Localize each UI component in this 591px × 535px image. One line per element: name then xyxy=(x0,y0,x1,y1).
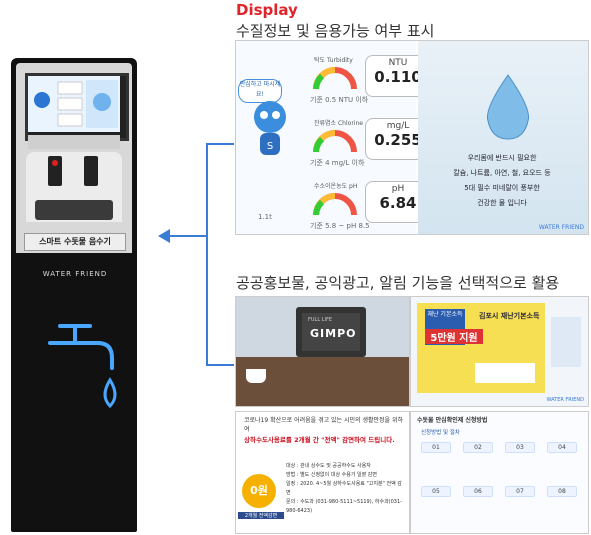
step-item: 06 xyxy=(463,486,493,497)
notice-item: 방법 : 별도 신청없이 대상 수용가 일괄 감면 xyxy=(286,472,378,478)
coffee-cup-icon xyxy=(246,369,266,383)
step-number: 03 xyxy=(505,442,535,453)
notice-title: 코로나19 확산으로 어려움을 겪고 있는 시민의 생활안정을 위하여 xyxy=(244,417,403,433)
step-item: 03 xyxy=(505,442,535,453)
metric-name: 수소이온농도 pH xyxy=(314,183,358,190)
tap-right xyxy=(84,156,98,186)
poster-side-image xyxy=(551,317,581,367)
mineral-messages: 우리몸에 반드시 필요한 칼슘, 나트륨, 아연, 철, 요오드 등 5대 필수… xyxy=(422,151,582,211)
metric-name: 탁도 Turbidity xyxy=(314,57,353,64)
extra-label: 1.1t xyxy=(258,213,272,221)
gauge-icon xyxy=(313,130,357,153)
unit: mg/L xyxy=(386,121,410,131)
poster-title: 김포시 재난기본소득 xyxy=(479,312,540,320)
unit: pH xyxy=(391,184,405,194)
laptop: FULL LIFE GIMPO xyxy=(296,307,366,357)
svg-text:S: S xyxy=(267,141,273,152)
step-item: 05 xyxy=(421,486,451,497)
water-mascot-icon: S xyxy=(254,101,286,155)
mineral-info-view: 우리몸에 반드시 필요한 칼슘, 나트륨, 아연, 철, 요오드 등 5대 필수… xyxy=(418,41,588,234)
laptop-small-text: FULL LIFE xyxy=(308,317,332,323)
laptop-screen: FULL LIFE GIMPO xyxy=(302,313,360,351)
steps-grid: 01 02 03 04 05 06 07 08 xyxy=(421,442,581,528)
metric-range: 기준 4 mg/L 이하 xyxy=(310,159,365,167)
step-number: 07 xyxy=(505,486,535,497)
kiosk-label: 스마트 수돗물 음수기 xyxy=(24,233,126,251)
poster-amount: 5만원 지원 xyxy=(425,329,483,344)
drip-tray xyxy=(35,200,113,220)
connector-bottom xyxy=(206,364,234,366)
coin-badge-label: 2개월 전액감면 xyxy=(238,512,284,519)
arrow-left-icon xyxy=(158,229,170,243)
poster-image-area xyxy=(475,363,535,383)
safety-check-steps-panel: 수돗물 안심확인제 신청방법 신청방법 및 절차 01 02 03 04 05 … xyxy=(410,411,589,534)
step-number: 08 xyxy=(547,486,577,497)
coin-badge: 0원 xyxy=(242,474,276,508)
section-title-display: Display xyxy=(236,1,298,19)
kiosk-control-panel xyxy=(28,135,120,149)
message-line: 칼슘, 나트륨, 아연, 철, 요오드 등 xyxy=(453,169,551,177)
poster: 재난 기본소득 5만원 지원 김포시 재난기본소득 xyxy=(417,303,545,393)
tap-left xyxy=(48,156,62,186)
display-heading: 수질정보 및 음용가능 여부 표시 xyxy=(236,22,435,40)
laptop-logo-text: GIMPO xyxy=(310,327,357,340)
display-screen-panel: 안심하고 마시세요! S 탁도 Turbidity 기준 0.5 NTU 이하 … xyxy=(235,40,589,235)
notice-item: 문의 : 수도과 (031-980-5111~5119), 하수과(031-98… xyxy=(286,499,402,514)
notice-item: 대상 : 관내 상수도 및 공공하수도 사용자 xyxy=(286,463,371,469)
value: 0.255 xyxy=(374,131,422,149)
metric-range: 기준 0.5 NTU 이하 xyxy=(310,96,369,104)
step-number: 04 xyxy=(547,442,577,453)
step-item: 07 xyxy=(505,486,535,497)
brand-footer: WATER FRIEND xyxy=(546,397,584,403)
message-line: 5대 필수 미네랄이 풍부한 xyxy=(464,184,540,192)
steps-subtitle: 신청방법 및 절차 xyxy=(421,430,460,436)
step-item: 04 xyxy=(547,442,577,453)
notice-items: 대상 : 관내 상수도 및 공공하수도 사용자 방법 : 별도 신청없이 대상 … xyxy=(286,462,406,516)
gauge-icon xyxy=(313,67,357,90)
connector-vertical xyxy=(206,143,208,365)
step-item: 02 xyxy=(463,442,493,453)
metric-range: 기준 5.8 ~ pH 8.5 xyxy=(310,222,370,230)
promo-heading: 공공홍보물, 공익광고, 알림 기능을 선택적으로 활용 xyxy=(236,274,560,292)
steps-title: 수돗물 안심확인제 신청방법 xyxy=(417,417,488,424)
metric-name: 잔류염소 Chlorine xyxy=(314,120,363,127)
desk xyxy=(236,357,409,406)
faucet-icon xyxy=(48,324,117,409)
step-number: 05 xyxy=(421,486,451,497)
message-line: 건강한 물 입니다 xyxy=(477,199,527,207)
step-item: 01 xyxy=(421,442,451,453)
step-number: 02 xyxy=(463,442,493,453)
kiosk-brand: WATER FRIEND xyxy=(42,270,108,278)
step-item: 08 xyxy=(547,486,577,497)
fee-exemption-notice-panel: 코로나19 확산으로 어려움을 겪고 있는 시민의 생활안정을 위하여 상하수도… xyxy=(235,411,410,534)
public-ad-panel: FULL LIFE GIMPO xyxy=(235,296,410,407)
unit: NTU xyxy=(388,58,408,68)
message-line: 우리몸에 반드시 필요한 xyxy=(467,154,537,162)
step-number: 01 xyxy=(421,442,451,453)
connector-top xyxy=(206,143,234,145)
value: 0.110 xyxy=(374,68,422,86)
notice-item: 일정 : 2020. 4~5월 상하수도사용료 "고지분" 전액 감면 xyxy=(286,481,402,496)
brand-footer: WATER FRIEND xyxy=(538,224,584,231)
connector-arrow-shaft xyxy=(165,235,207,237)
hot-indicator xyxy=(52,160,58,166)
kiosk-screen-preview xyxy=(28,76,120,132)
disaster-fund-panel: 재난 기본소득 5만원 지원 김포시 재난기본소득 WATER FRIEND xyxy=(410,296,589,407)
speech-bubble: 안심하고 마시세요! xyxy=(238,79,282,103)
gauge-icon xyxy=(313,193,357,216)
kiosk-screen xyxy=(28,76,120,132)
water-drop-icon xyxy=(486,74,530,140)
step-number: 06 xyxy=(463,486,493,497)
notice-highlight: 상하수도사용료를 2개월 간 "전액" 감면하여 드립니다. xyxy=(244,436,395,444)
value: 6.84 xyxy=(379,194,417,212)
